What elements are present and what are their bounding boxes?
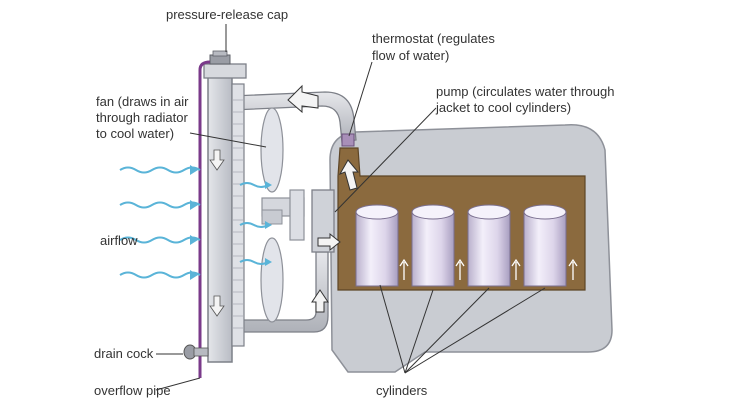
radiator-top-tank bbox=[203, 63, 247, 79]
arrow-thermostat bbox=[338, 159, 360, 191]
arrow-pump-out bbox=[317, 232, 341, 252]
label-fan-line2: through radiator bbox=[96, 110, 188, 125]
arrow-bottom-hose bbox=[311, 289, 329, 313]
label-overflow-pipe: overflow pipe bbox=[94, 383, 171, 398]
label-thermostat-line1: thermostat (regulates bbox=[372, 31, 495, 46]
label-airflow: airflow bbox=[100, 233, 138, 248]
radiator-core bbox=[207, 71, 233, 363]
arrow-top-hose bbox=[287, 84, 319, 114]
radiator-flow-arrows bbox=[209, 149, 225, 317]
label-pump-line2: jacket to cool cylinders) bbox=[435, 100, 571, 115]
jacket-flow-arrows bbox=[399, 258, 578, 280]
cylinder-4 bbox=[523, 204, 567, 287]
label-cylinders: cylinders bbox=[376, 383, 428, 398]
cylinder-2 bbox=[411, 204, 455, 287]
water-jacket bbox=[337, 147, 586, 291]
label-pressure-release-cap: pressure-release cap bbox=[166, 7, 288, 22]
label-thermostat-line2: flow of water) bbox=[372, 48, 449, 63]
coolant-flow-arrows bbox=[287, 84, 360, 313]
label-pump-line1: pump (circulates water through bbox=[436, 84, 614, 99]
leader-lines bbox=[155, 24, 546, 391]
pressure-release-cap-icon bbox=[209, 50, 231, 65]
pump-housing bbox=[311, 189, 335, 253]
label-fan-line3: to cool water) bbox=[96, 126, 174, 141]
thermostat-icon bbox=[341, 133, 355, 147]
cylinders-group bbox=[355, 204, 567, 287]
airflow-arrowheads bbox=[190, 165, 272, 280]
radiator-fins bbox=[232, 99, 244, 329]
airflow-waves bbox=[119, 166, 269, 279]
label-fan-line1: fan (draws in air bbox=[96, 94, 189, 109]
drain-cock-icon bbox=[183, 344, 209, 360]
cylinder-3 bbox=[467, 204, 511, 287]
label-drain-cock: drain cock bbox=[94, 346, 154, 361]
radiator-side-panel bbox=[231, 83, 245, 347]
fan bbox=[260, 107, 305, 323]
cylinder-1 bbox=[355, 204, 399, 287]
